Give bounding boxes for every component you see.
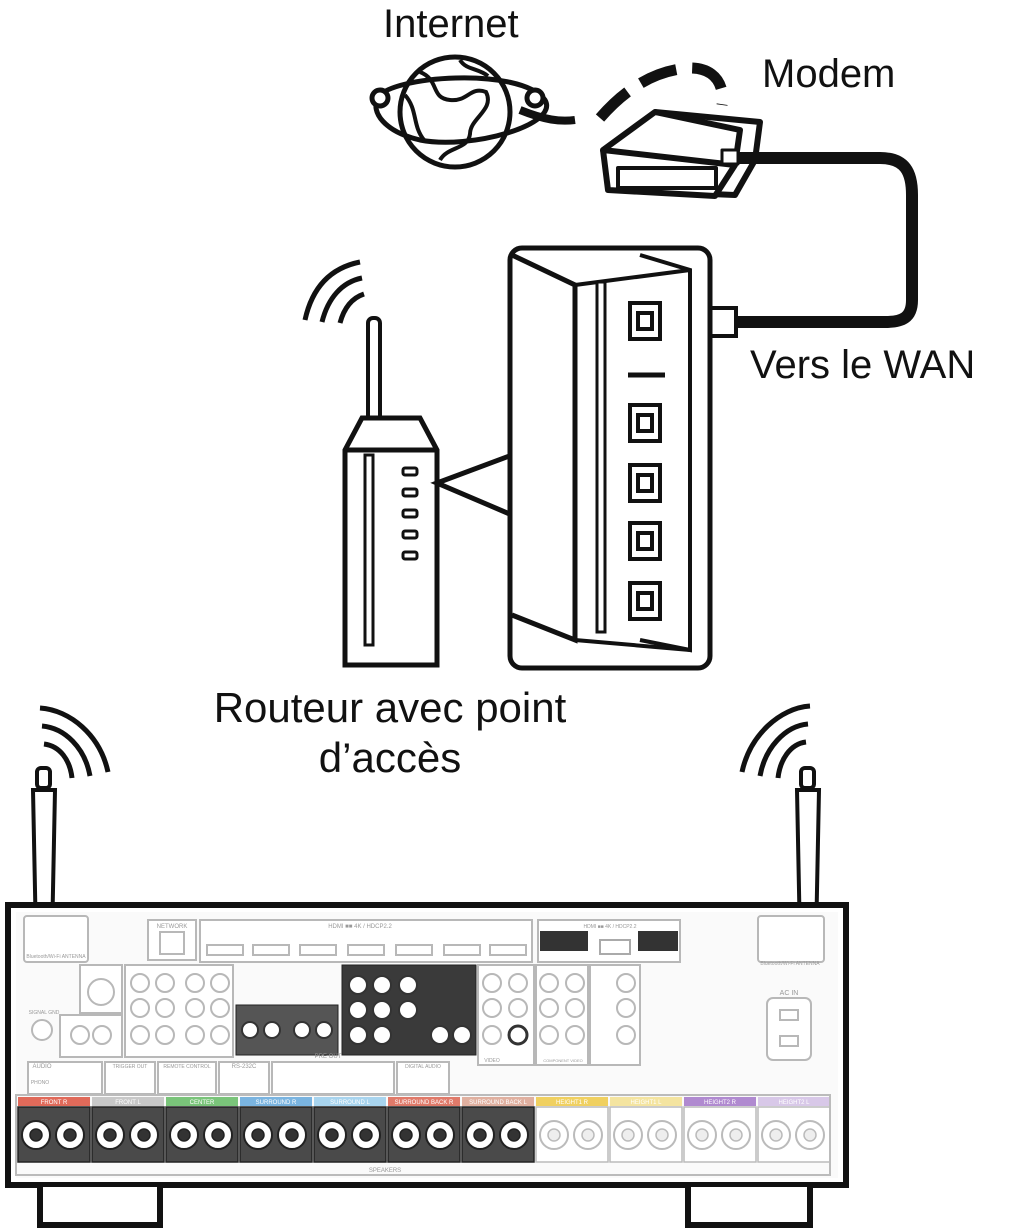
router-antenna: [366, 316, 382, 430]
internet-modem-link: [595, 62, 729, 122]
speaker-binding-post-center: [211, 1128, 225, 1142]
speaker-binding-post-center: [285, 1128, 299, 1142]
speaker-terminal-label: HEIGHT1 L: [630, 1100, 662, 1106]
speaker-binding-post-center: [177, 1128, 191, 1142]
speaker-terminal-label: HEIGHT2 R: [704, 1100, 737, 1106]
speaker-terminal: HEIGHT2 R: [683, 1097, 757, 1163]
modem-label: Modem: [762, 52, 896, 96]
internet-globe-icon: [369, 54, 576, 170]
speaker-terminal: HEIGHT1 R: [535, 1097, 609, 1163]
speaker-terminal-label: SURROUND L: [330, 1100, 370, 1106]
speaker-terminal-color-bar: [536, 1097, 608, 1106]
speaker-terminal: CENTER: [165, 1097, 239, 1163]
speaker-terminal-label: CENTER: [190, 1100, 215, 1106]
wan-port-icon: [628, 301, 662, 341]
left-antenna-wifi-waves-icon: [39, 705, 111, 779]
speaker-terminals: FRONT R FRONT L CENTER SURROUND R SURROUND L…: [15, 1094, 831, 1176]
speaker-binding-post-center: [473, 1128, 487, 1142]
wan-port-label: Vers le WAN: [750, 343, 976, 387]
speaker-terminal-color-bar: [462, 1097, 534, 1106]
speaker-binding-post-center: [137, 1128, 151, 1142]
speaker-binding-post-center: [29, 1128, 43, 1142]
router-rear-panel: [507, 245, 713, 671]
speaker-terminal: HEIGHT1 L: [609, 1097, 683, 1163]
internet-label: Internet: [383, 2, 519, 46]
lan-port-icon: [628, 581, 662, 621]
speaker-terminal-color-bar: [166, 1097, 238, 1106]
speaker-terminal: SURROUND BACK R: [387, 1097, 461, 1163]
speaker-terminal-label: HEIGHT1 R: [556, 1100, 589, 1106]
speaker-binding-post-center: [803, 1128, 817, 1142]
speaker-binding-post-center: [399, 1128, 413, 1142]
speaker-terminal-color-bar: [758, 1097, 830, 1106]
speaker-binding-post-center: [251, 1128, 265, 1142]
speaker-binding-post-center: [325, 1128, 339, 1142]
speaker-terminal: FRONT L: [91, 1097, 165, 1163]
speaker-terminal: SURROUND R: [239, 1097, 313, 1163]
speaker-terminal: SURROUND L: [313, 1097, 387, 1163]
router-wifi-waves-icon: [302, 259, 365, 324]
speaker-binding-post-center: [507, 1128, 521, 1142]
right-antenna-wifi-waves-icon: [739, 703, 811, 779]
speaker-binding-post-center: [433, 1128, 447, 1142]
speaker-terminal-label: SURROUND BACK R: [395, 1100, 454, 1106]
speaker-binding-post-center: [63, 1128, 77, 1142]
speaker-terminal-label: SURROUND BACK L: [469, 1100, 527, 1106]
speaker-binding-post-center: [359, 1128, 373, 1142]
speaker-terminal-label: FRONT R: [41, 1100, 68, 1106]
router-callout: [430, 451, 515, 519]
lan-port-icon: [628, 403, 662, 443]
speaker-terminal-body: [17, 1106, 91, 1163]
speaker-binding-post-center: [547, 1128, 561, 1142]
av-receiver: FRONT R FRONT L CENTER SURROUND R SURROUND L…: [5, 902, 849, 1228]
speaker-panel-outline: [15, 1094, 831, 1176]
speaker-binding-post-center: [621, 1128, 635, 1142]
speaker-terminal-color-bar: [92, 1097, 164, 1106]
router-label: Routeur avec point d’accès: [213, 684, 567, 781]
speaker-binding-post-center: [769, 1128, 783, 1142]
lan-port-icon: [628, 521, 662, 561]
speaker-terminal-color-bar: [684, 1097, 756, 1106]
speaker-terminal-color-bar: [610, 1097, 682, 1106]
speaker-terminal: FRONT R: [17, 1097, 91, 1163]
speaker-terminal-label: SURROUND R: [256, 1100, 297, 1106]
speaker-binding-post-center: [695, 1128, 709, 1142]
speaker-terminal: SURROUND BACK L: [461, 1097, 535, 1163]
lan-port-icon: [628, 463, 662, 503]
speaker-binding-post-center: [103, 1128, 117, 1142]
speaker-terminal-color-bar: [240, 1097, 312, 1106]
speaker-binding-post-center: [581, 1128, 595, 1142]
speaker-terminal-label: HEIGHT2 L: [778, 1100, 810, 1106]
speaker-terminal-color-bar: [18, 1097, 90, 1106]
modem-icon: [600, 109, 763, 199]
speaker-terminal-label: FRONT L: [115, 1100, 141, 1106]
speaker-binding-post-center: [729, 1128, 743, 1142]
speaker-terminal-color-bar: [388, 1097, 460, 1106]
speaker-terminal-color-bar: [314, 1097, 386, 1106]
speaker-terminal: HEIGHT2 L: [757, 1097, 831, 1163]
speaker-binding-post-center: [655, 1128, 669, 1142]
router-icon: [342, 415, 440, 668]
wan-cable: [736, 152, 918, 328]
